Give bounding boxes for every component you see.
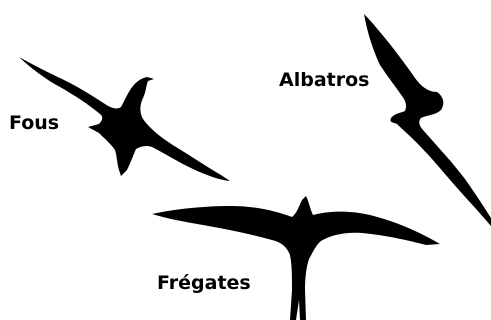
label-fregates: Frégates — [157, 274, 251, 293]
label-albatros: Albatros — [279, 71, 369, 90]
frigatebird-silhouette-icon — [152, 196, 440, 320]
albatross-silhouette-icon — [364, 14, 491, 226]
label-fous: Fous — [9, 114, 59, 133]
